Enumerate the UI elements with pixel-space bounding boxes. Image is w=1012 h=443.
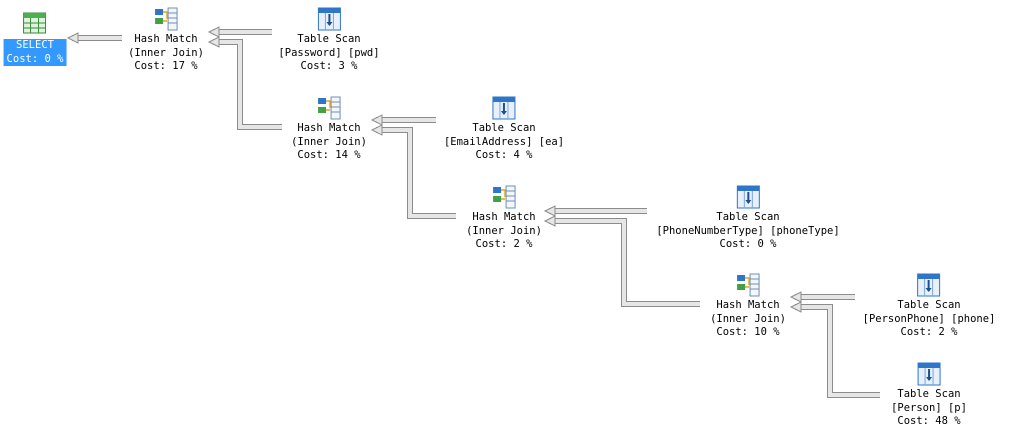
table-scan-node[interactable]: Table Scan [Password] [pwd] Cost: 3 % bbox=[278, 6, 380, 74]
node-title: Table Scan bbox=[297, 33, 361, 45]
node-cost: Cost: 4 % bbox=[475, 149, 533, 161]
node-title: Table Scan bbox=[897, 388, 961, 400]
node-subtitle: (Inner Join) bbox=[466, 224, 542, 237]
select-grid-icon bbox=[23, 12, 47, 39]
hash-match-icon bbox=[735, 272, 761, 298]
arrow-hash2-to-hash1 bbox=[213, 39, 282, 130]
node-title: Hash Match bbox=[716, 299, 780, 311]
node-subtitle: [Person] [p] bbox=[891, 401, 967, 414]
node-title: Table Scan bbox=[716, 211, 780, 223]
arrow-hash2-to-hash1-head bbox=[207, 36, 220, 48]
arrow-hash1-to-select-head bbox=[66, 32, 79, 44]
arrow-person-to-hash4-head bbox=[789, 301, 802, 313]
table-scan-node[interactable]: Table Scan [PhoneNumberType] [phoneType]… bbox=[656, 184, 840, 252]
node-title: Hash Match bbox=[134, 33, 198, 45]
node-cost: Cost: 3 % bbox=[300, 60, 358, 72]
node-title: Hash Match bbox=[472, 211, 536, 223]
table-scan-icon bbox=[316, 6, 342, 32]
select-node[interactable]: SELECT Cost: 0 % bbox=[3, 12, 67, 66]
table-scan-icon bbox=[735, 184, 761, 210]
node-subtitle: (Inner Join) bbox=[291, 135, 367, 148]
hash-match-node[interactable]: Hash Match (Inner Join) Cost: 14 % bbox=[291, 95, 367, 163]
node-cost: Cost: 10 % bbox=[716, 326, 780, 338]
node-subtitle: (Inner Join) bbox=[710, 312, 786, 325]
node-title: Hash Match bbox=[297, 122, 361, 134]
table-scan-icon bbox=[916, 272, 942, 298]
node-cost: Cost: 48 % bbox=[897, 415, 961, 427]
arrow-hash4-to-hash3-head bbox=[543, 215, 556, 227]
node-cost: Cost: 2 % bbox=[900, 326, 958, 338]
node-cost: Cost: 2 % bbox=[475, 238, 533, 250]
node-subtitle: [PhoneNumberType] [phoneType] bbox=[656, 224, 840, 237]
arrow-person-to-hash4-fill bbox=[795, 305, 880, 397]
node-subtitle: [EmailAddress] [ea] bbox=[443, 135, 565, 148]
hash-match-node[interactable]: Hash Match (Inner Join) Cost: 10 % bbox=[710, 272, 786, 340]
hash-match-icon bbox=[491, 184, 517, 210]
node-cost: Cost: 0 % bbox=[719, 238, 777, 250]
arrow-hash4-to-hash3-fill bbox=[549, 219, 700, 306]
hash-match-node[interactable]: Hash Match (Inner Join) Cost: 17 % bbox=[128, 6, 204, 74]
arrow-hash3-to-hash2-head bbox=[370, 124, 383, 136]
table-scan-icon bbox=[491, 95, 517, 121]
node-subtitle: [Password] [pwd] bbox=[278, 46, 380, 59]
arrow-hash2-to-hash1-fill bbox=[213, 40, 282, 129]
table-scan-icon bbox=[916, 361, 942, 387]
node-cost: Cost: 14 % bbox=[297, 149, 361, 161]
arrow-pwd-to-hash1-head bbox=[207, 26, 220, 38]
node-title: Table Scan bbox=[472, 122, 536, 134]
node-cost: Cost: 0 % bbox=[3, 52, 67, 66]
table-scan-node[interactable]: Table Scan [Person] [p] Cost: 48 % bbox=[891, 361, 967, 429]
arrow-ea-to-hash2-head bbox=[370, 114, 383, 126]
node-subtitle: (Inner Join) bbox=[128, 46, 204, 59]
hash-match-icon bbox=[316, 95, 342, 121]
arrow-pt-to-hash3-head bbox=[543, 205, 556, 217]
table-scan-node[interactable]: Table Scan [EmailAddress] [ea] Cost: 4 % bbox=[444, 95, 564, 163]
table-scan-node[interactable]: Table Scan [PersonPhone] [phone] Cost: 2… bbox=[862, 272, 996, 340]
node-subtitle: [PersonPhone] [phone] bbox=[862, 312, 996, 325]
hash-match-node[interactable]: Hash Match (Inner Join) Cost: 2 % bbox=[466, 184, 542, 252]
arrow-hash3-to-hash2-fill bbox=[376, 128, 456, 218]
hash-match-icon bbox=[153, 6, 179, 32]
node-line1: SELECT bbox=[3, 39, 67, 53]
node-title: Table Scan bbox=[897, 299, 961, 311]
arrow-phone-to-hash4-head bbox=[789, 291, 802, 303]
node-cost: Cost: 17 % bbox=[134, 60, 198, 72]
